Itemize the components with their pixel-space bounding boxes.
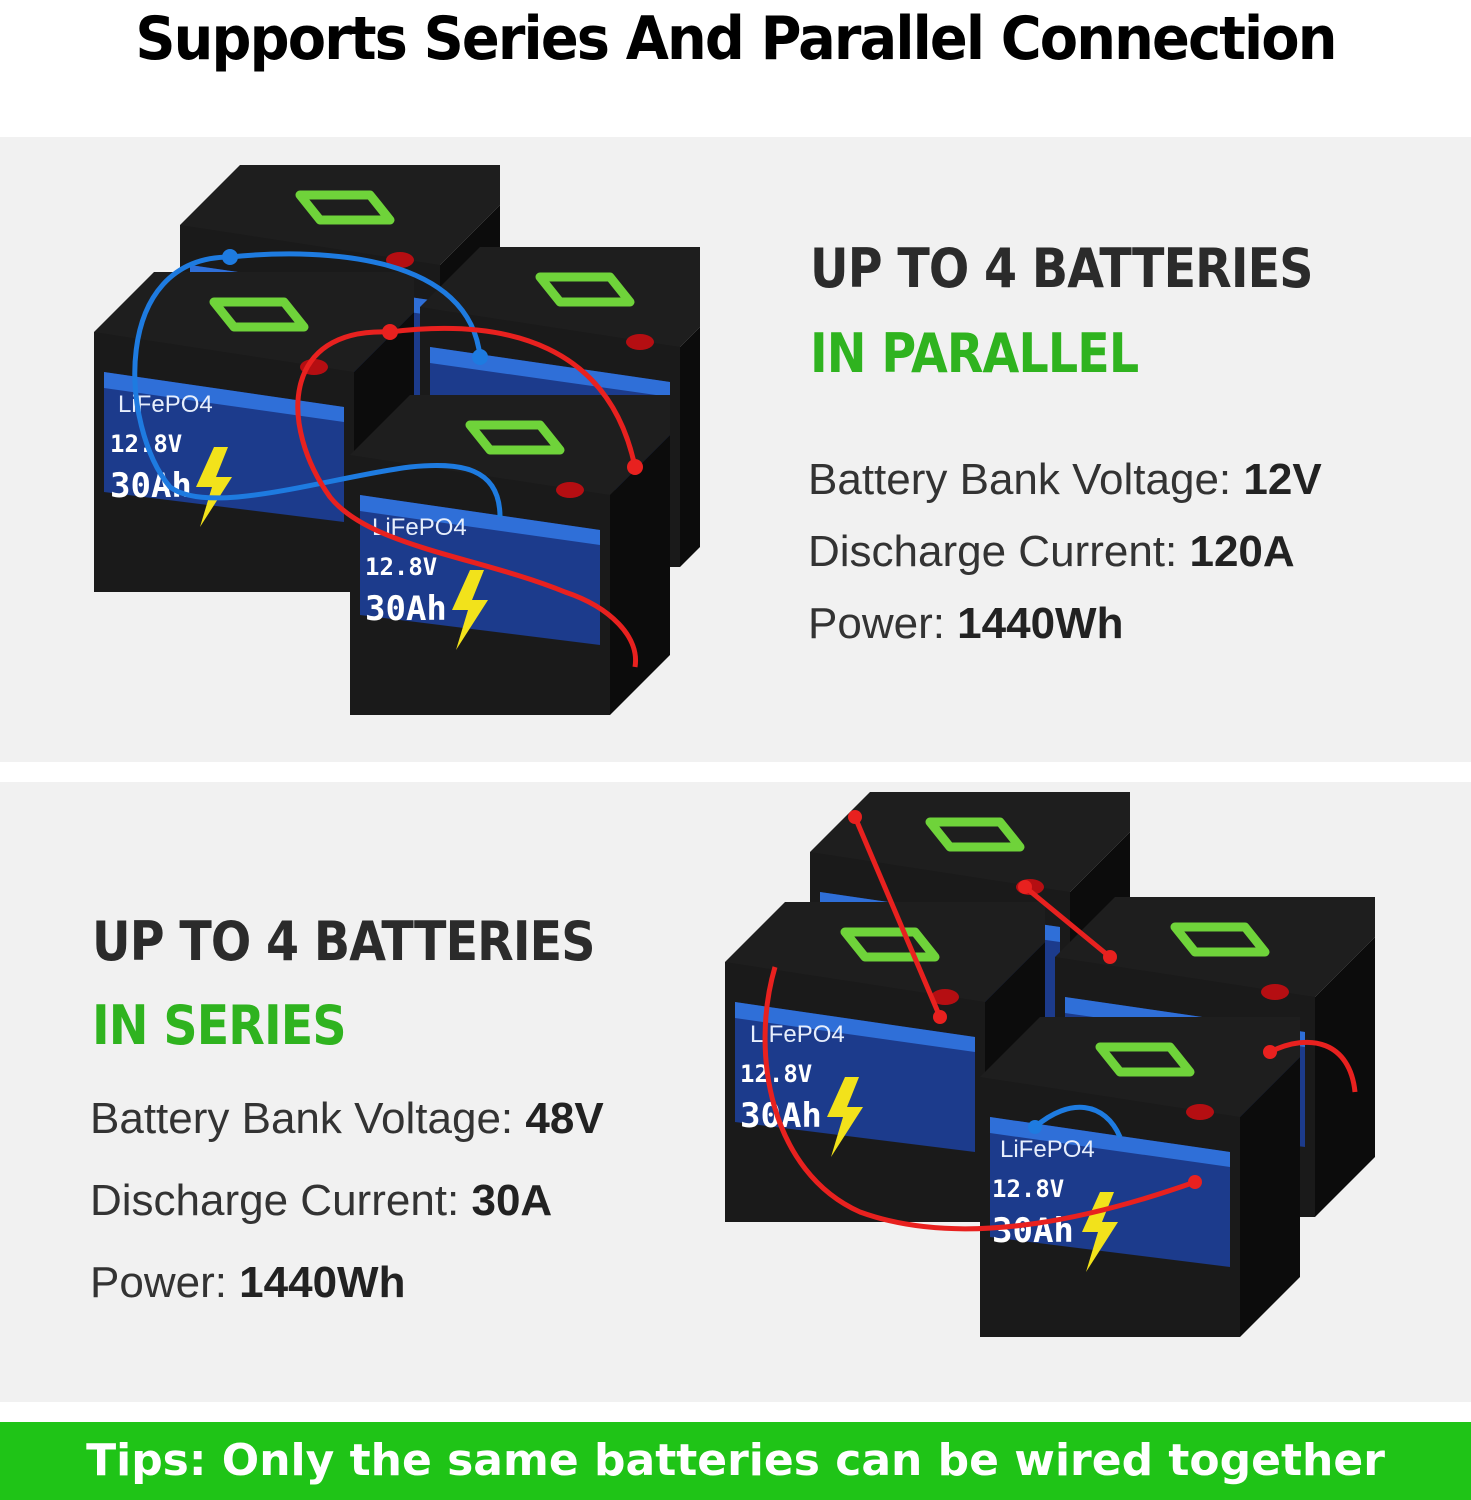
battery-voltage-label-front: 12.8V xyxy=(365,553,437,581)
parallel-battery-illustration: LiFePO4 12.8V 30Ah LiFePO4 12.8V 30Ah xyxy=(80,97,700,747)
series-spec-power: Power: 1440Wh xyxy=(90,1258,406,1307)
parallel-title-line1: UP TO 4 BATTERIES xyxy=(810,237,1313,300)
parallel-title-line2: IN PARALLEL xyxy=(810,322,1139,385)
series-spec-current: Discharge Current: 30A xyxy=(90,1176,553,1225)
parallel-panel: LiFePO4 12.8V 30Ah LiFePO4 12.8V 30Ah UP… xyxy=(0,137,1471,762)
parallel-spec-voltage: Battery Bank Voltage: 12V xyxy=(808,455,1322,504)
battery-chem-label: LiFePO4 xyxy=(118,391,213,418)
headline: Supports Series And Parallel Connection xyxy=(135,4,1337,74)
series-battery-illustration: LiFePO4 12.8V 30Ah LiFePO4 12.8V 30Ah xyxy=(710,752,1390,1402)
parallel-spec-current: Discharge Current: 120A xyxy=(808,527,1295,576)
battery-chem-label-series-front: LiFePO4 xyxy=(1000,1136,1095,1163)
series-spec-voltage: Battery Bank Voltage: 48V xyxy=(90,1094,604,1143)
series-panel: UP TO 4 BATTERIES IN SERIES Battery Bank… xyxy=(0,782,1471,1402)
tips-text: Tips: Only the same batteries can be wir… xyxy=(86,1435,1385,1486)
battery-voltage-label-series-front: 12.8V xyxy=(992,1175,1064,1203)
tips-bar: Tips: Only the same batteries can be wir… xyxy=(0,1422,1471,1500)
series-title-line2: IN SERIES xyxy=(92,994,347,1057)
parallel-spec-power: Power: 1440Wh xyxy=(808,599,1124,648)
battery-capacity-label: 30Ah xyxy=(110,466,192,506)
battery-voltage-label-series: 12.8V xyxy=(740,1060,812,1088)
battery-capacity-label-front: 30Ah xyxy=(365,589,447,629)
series-title-line1: UP TO 4 BATTERIES xyxy=(92,910,595,973)
